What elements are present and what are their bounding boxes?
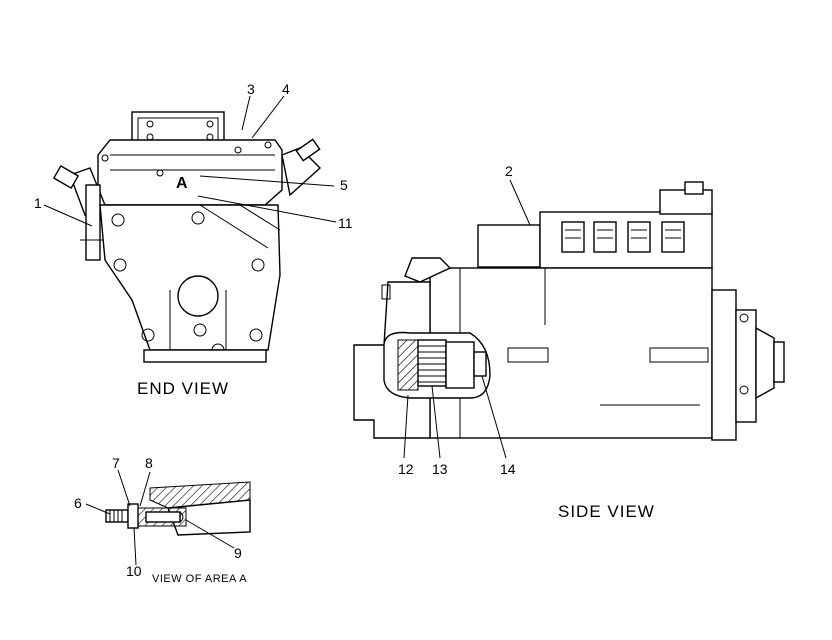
fuel-outlets [561, 221, 685, 253]
end-view-caption: END VIEW [137, 379, 229, 398]
callout-7: 7 [112, 455, 120, 471]
callout-11: 11 [338, 215, 353, 231]
area-a-detail-drawing [105, 481, 251, 536]
callout-4: 4 [282, 81, 290, 97]
end-view-leaders [43, 95, 337, 227]
callout-2: 2 [505, 163, 513, 179]
callout-14: 14 [500, 461, 516, 477]
callout-8: 8 [145, 455, 153, 471]
side-view-caption: SIDE VIEW [558, 502, 655, 521]
callout-12: 12 [398, 461, 414, 477]
side-view-leaders [403, 179, 531, 459]
end-view-drawing [52, 111, 322, 363]
callout-6: 6 [74, 495, 82, 511]
area-a-marker: A [176, 175, 188, 192]
callout-5: 5 [340, 177, 348, 193]
view-of-area-a-caption: VIEW OF AREA A [152, 573, 247, 585]
cutaway-section [383, 331, 491, 399]
callout-1: 1 [34, 195, 42, 211]
callout-10: 10 [126, 563, 142, 579]
callout-3: 3 [247, 81, 255, 97]
callout-13: 13 [432, 461, 448, 477]
callout-9: 9 [234, 545, 242, 561]
area-a-leaders [85, 469, 235, 566]
side-view-drawing [353, 181, 785, 441]
